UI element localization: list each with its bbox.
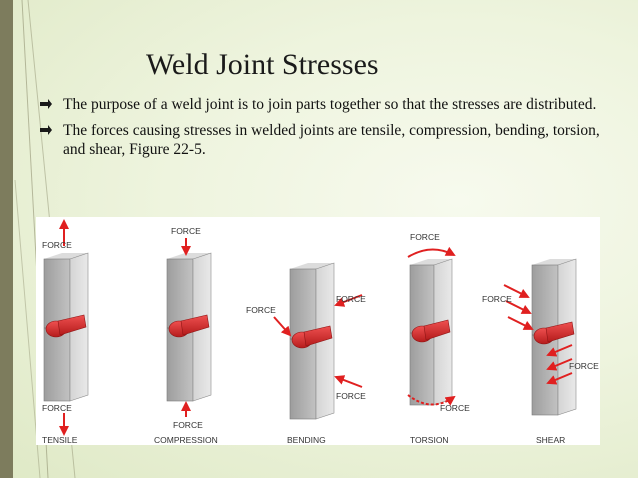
force-arrow bbox=[334, 375, 363, 388]
caption-tensile: TENSILE bbox=[42, 435, 78, 445]
torsion-arrow bbox=[407, 246, 456, 258]
compression-specimen: FORCE FORCE COMPRESSION bbox=[154, 226, 218, 445]
force-label: FORCE bbox=[42, 240, 72, 250]
caption-torsion: TORSION bbox=[410, 435, 449, 445]
bullet-item: The purpose of a weld joint is to join p… bbox=[40, 95, 600, 114]
force-label: FORCE bbox=[173, 420, 203, 430]
force-label: FORCE bbox=[569, 361, 599, 371]
torsion-arrow bbox=[407, 394, 456, 406]
shear-specimen: FORCE FORCE SHEAR bbox=[482, 258, 599, 445]
force-label: FORCE bbox=[410, 232, 440, 242]
caption-shear: SHEAR bbox=[536, 435, 565, 445]
bullet-list: The purpose of a weld joint is to join p… bbox=[40, 95, 600, 166]
force-arrow bbox=[546, 358, 573, 371]
force-label: FORCE bbox=[482, 294, 512, 304]
arrow-bullet-icon bbox=[40, 125, 52, 135]
bullet-text: The forces causing stresses in welded jo… bbox=[63, 122, 600, 158]
tensile-specimen: FORCE FORCE TENSILE bbox=[42, 219, 89, 445]
force-arrow bbox=[273, 316, 292, 337]
force-label: FORCE bbox=[336, 294, 366, 304]
force-arrow bbox=[546, 344, 573, 357]
force-label: FORCE bbox=[336, 391, 366, 401]
caption-compression: COMPRESSION bbox=[154, 435, 218, 445]
force-arrow bbox=[505, 300, 532, 314]
arrow-bullet-icon bbox=[40, 99, 52, 109]
weld-stress-diagram: FORCE FORCE TENSILE FORCE FORCE COMPRESS… bbox=[42, 219, 599, 445]
bending-specimen: FORCE FORCE FORCE BENDING bbox=[246, 262, 366, 445]
bullet-text: The purpose of a weld joint is to join p… bbox=[63, 96, 597, 113]
left-decor-band bbox=[0, 0, 13, 478]
slide-title: Weld Joint Stresses bbox=[146, 48, 379, 81]
force-label: FORCE bbox=[42, 403, 72, 413]
force-label: FORCE bbox=[440, 403, 470, 413]
force-label: FORCE bbox=[246, 305, 276, 315]
force-label: FORCE bbox=[171, 226, 201, 236]
torsion-specimen: FORCE FORCE TORSION bbox=[407, 232, 470, 445]
weld-stress-figure: FORCE FORCE TENSILE FORCE FORCE COMPRESS… bbox=[36, 217, 600, 445]
force-arrow bbox=[507, 316, 534, 330]
force-arrow bbox=[503, 284, 530, 298]
caption-bending: BENDING bbox=[287, 435, 326, 445]
force-arrow bbox=[546, 372, 573, 385]
force-arrow bbox=[334, 294, 363, 307]
bullet-item: The forces causing stresses in welded jo… bbox=[40, 121, 600, 159]
